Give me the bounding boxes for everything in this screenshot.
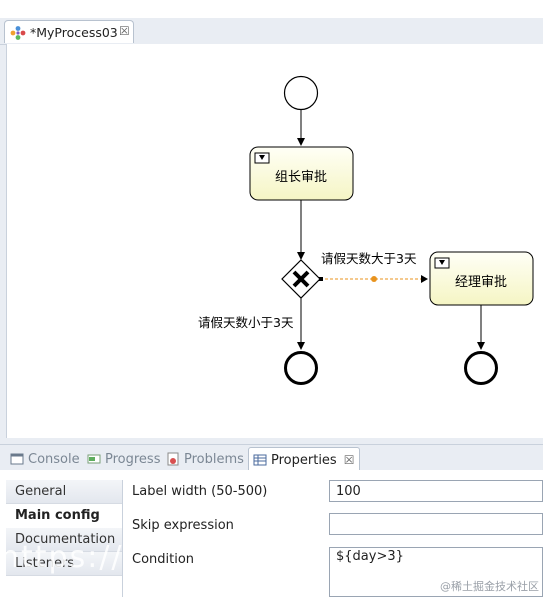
skip-expression-input[interactable] <box>329 513 543 535</box>
flow-label-less[interactable]: 请假天数小于3天 <box>198 315 294 330</box>
properties-panel: General Main config Documentation Listen… <box>0 470 543 597</box>
console-icon <box>10 453 24 465</box>
problems-icon <box>167 452 179 466</box>
start-event[interactable] <box>283 75 319 111</box>
editor-tab-myprocess03[interactable]: *MyProcess03 ☒ <box>4 20 134 43</box>
end-event-1[interactable] <box>284 351 318 385</box>
window-top-strip <box>0 0 543 18</box>
bpmn-diagram: 组长审批 请假天数大于3天 经理审批 请假天数小于3天 <box>198 75 534 385</box>
tab-label: Properties <box>271 452 337 468</box>
bottom-view-tab-bar: Console Progress Problems Properties ☒ <box>0 444 543 472</box>
watermark-site: @稀土掘金技术社区 <box>440 580 539 593</box>
tab-label: Progress <box>105 451 161 467</box>
sequence-flow-gateway-task2[interactable] <box>319 275 428 283</box>
user-task-icon <box>254 152 270 164</box>
tab-label: Console <box>28 451 80 467</box>
tab-label: Problems <box>184 451 244 467</box>
skip-expression-label: Skip expression <box>132 518 234 533</box>
progress-icon <box>87 454 101 464</box>
close-icon[interactable]: ☒ <box>119 24 130 38</box>
user-task-icon <box>434 257 450 269</box>
editor-tab-bar: *MyProcess03 ☒ <box>0 18 543 45</box>
tab-progress[interactable]: Progress <box>87 448 160 470</box>
sidebar-item-listeners[interactable]: Listeners <box>6 552 122 576</box>
condition-label: Condition <box>132 552 195 567</box>
label-width-input[interactable] <box>329 480 543 502</box>
flow-label-greater[interactable]: 请假天数大于3天 <box>321 251 417 266</box>
end-event-2[interactable] <box>464 351 498 385</box>
label-width-label: Label width (50-500) <box>132 484 268 499</box>
bpmn-diagram-canvas[interactable]: 组长审批 请假天数大于3天 经理审批 请假天数小于3天 <box>6 44 543 438</box>
sidebar-item-general[interactable]: General <box>6 480 122 504</box>
gateway-x-icon <box>292 270 310 288</box>
condition-input[interactable]: ${day>3} <box>329 547 543 597</box>
properties-icon <box>253 454 267 466</box>
editor-tab-title: *MyProcess03 <box>30 25 118 40</box>
bpmn-process-icon <box>10 26 26 40</box>
task-label: 经理审批 <box>455 275 507 290</box>
tab-console[interactable]: Console <box>10 448 80 470</box>
tab-problems[interactable]: Problems <box>166 448 244 470</box>
sidebar-item-main-config[interactable]: Main config <box>6 504 122 528</box>
sidebar-item-documentation[interactable]: Documentation <box>6 528 122 552</box>
properties-sidebar: General Main config Documentation Listen… <box>6 480 123 597</box>
tab-properties[interactable]: Properties ☒ <box>248 447 361 472</box>
exclusive-gateway[interactable] <box>281 259 321 299</box>
close-icon[interactable]: ☒ <box>343 453 355 467</box>
user-task-manager[interactable]: 经理审批 <box>429 251 534 306</box>
user-task-group-leader[interactable]: 组长审批 <box>249 146 354 201</box>
task-label: 组长审批 <box>275 170 327 185</box>
